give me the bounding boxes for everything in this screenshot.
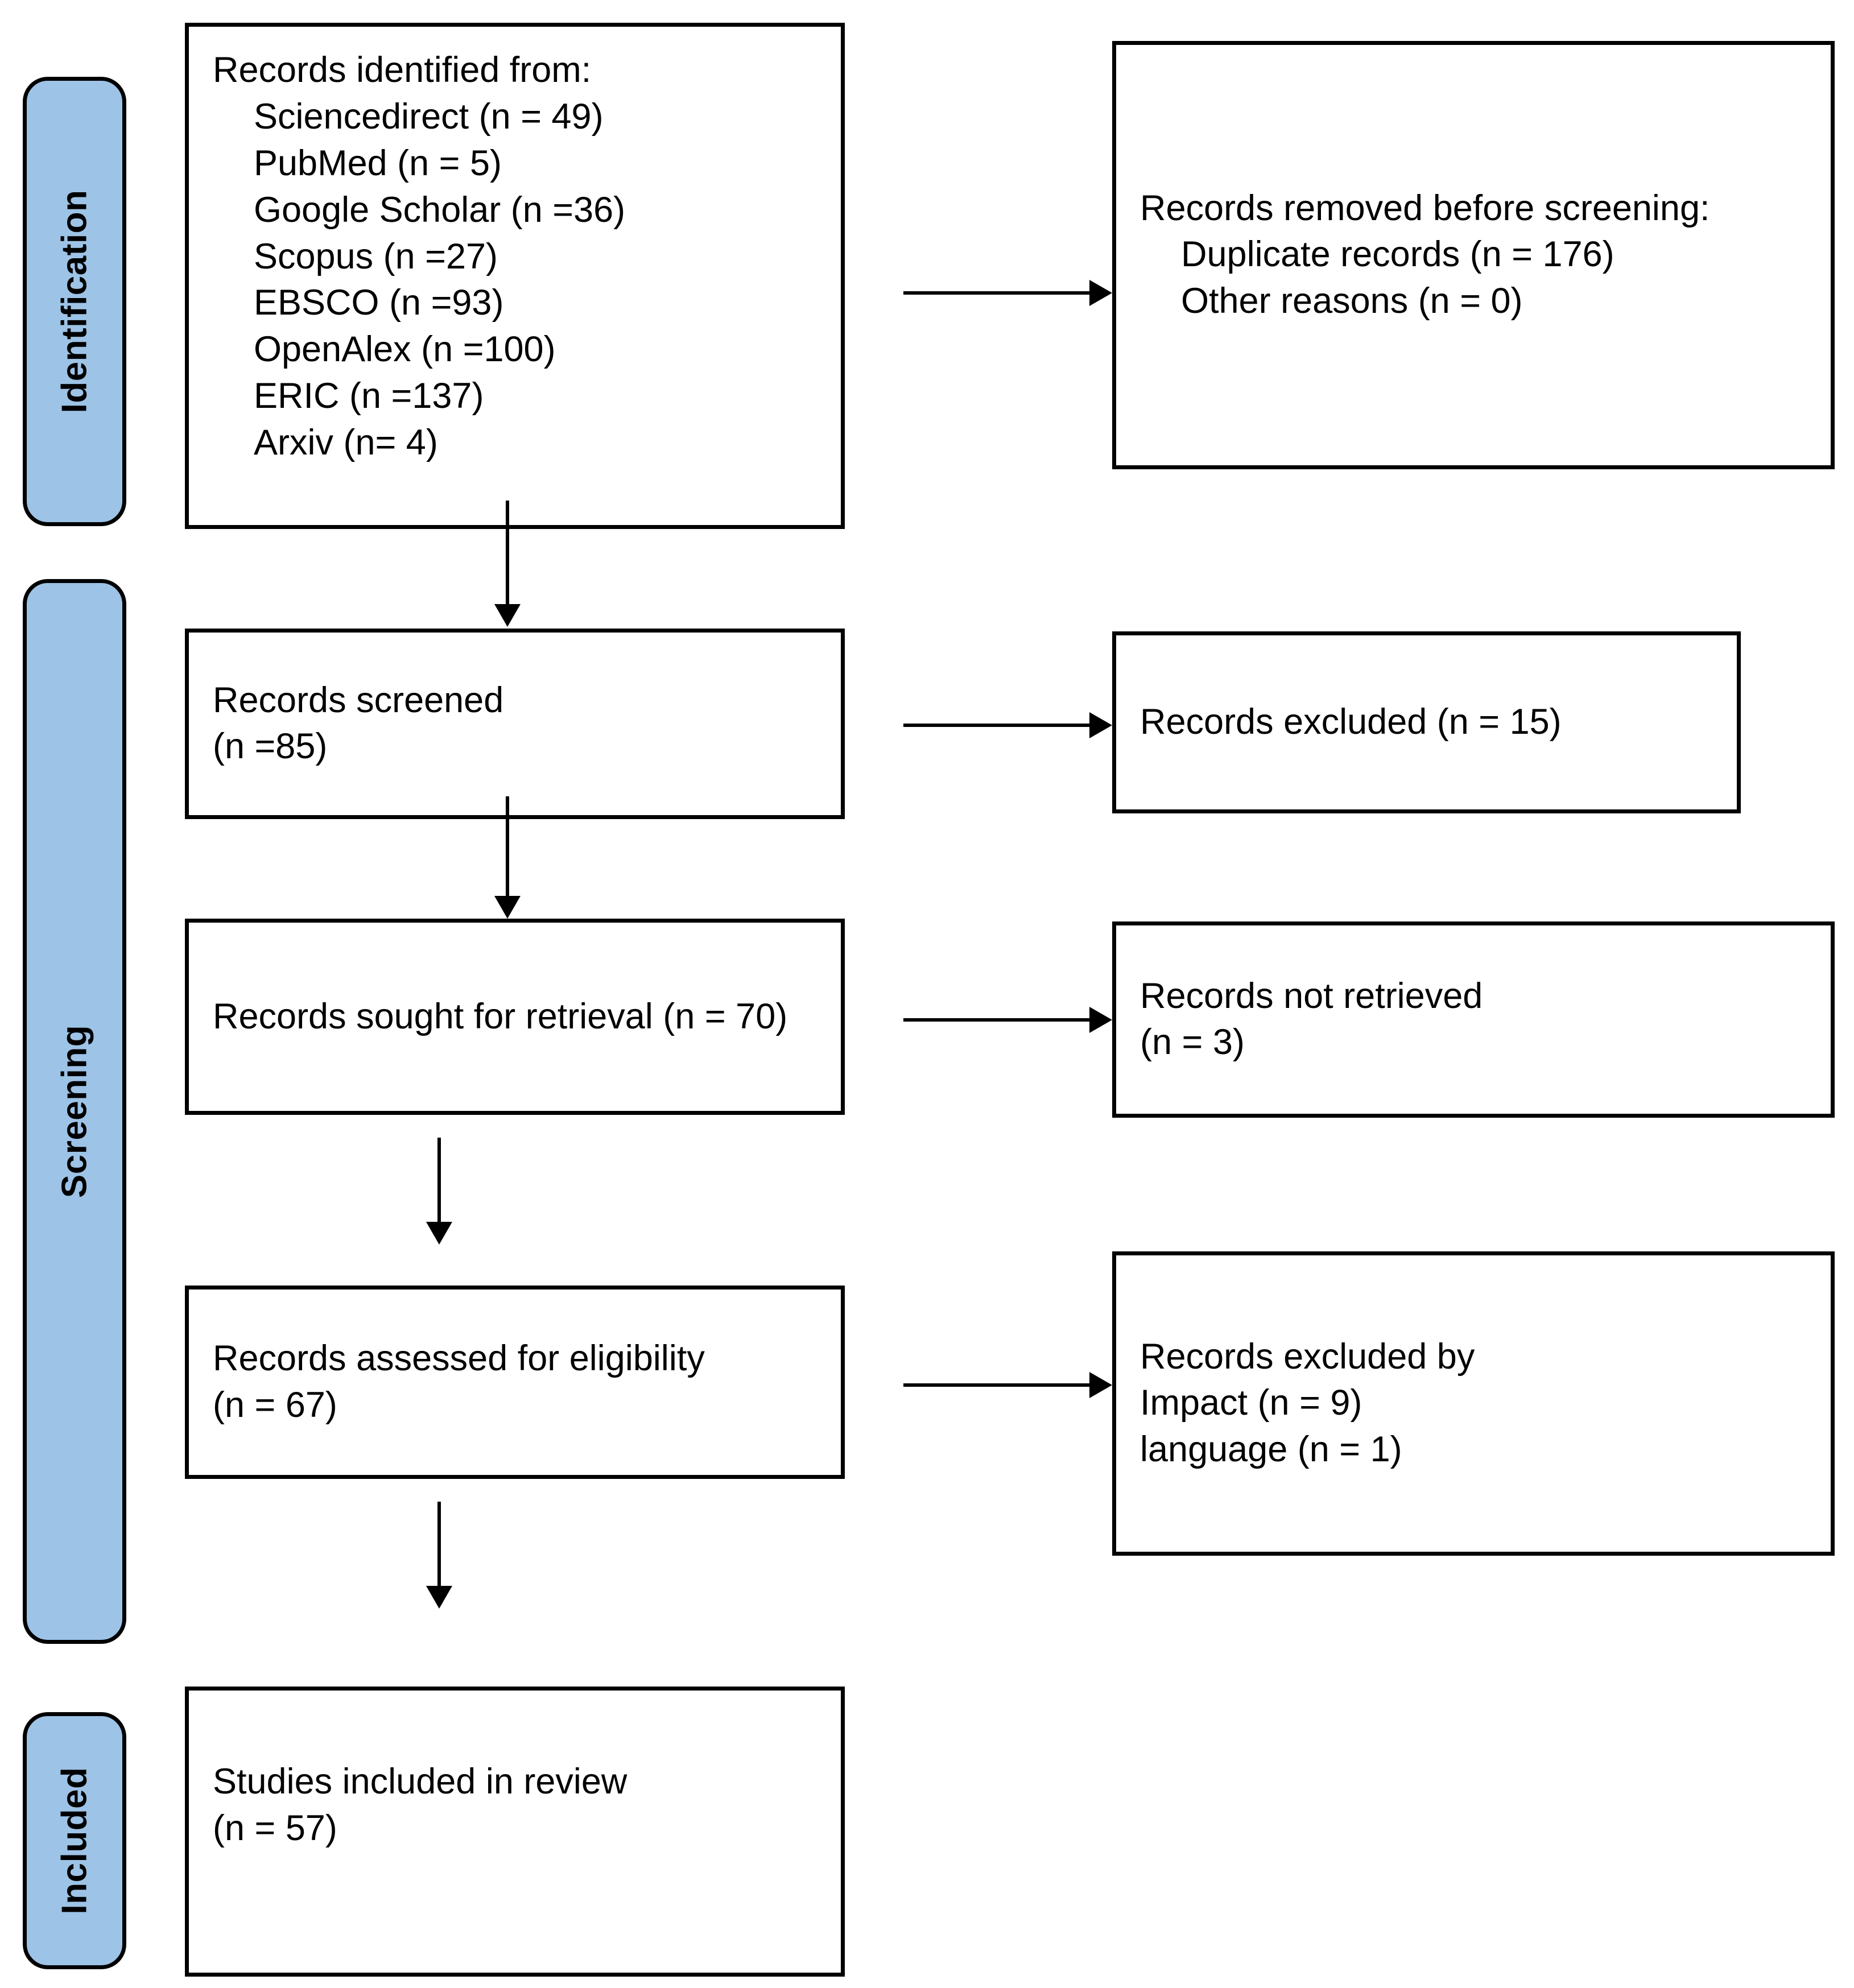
arrow-assessed-to-excluded-line <box>903 1383 1091 1387</box>
records-excluded-screening-label: Records excluded (n = 15) <box>1140 702 1562 742</box>
studies-included-count: (n = 57) <box>213 1808 337 1848</box>
arrow-screened-to-excluded-line <box>903 724 1091 727</box>
records-identified-heading: Records identified from: <box>213 50 592 90</box>
source-pubmed: PubMed (n = 5) <box>254 143 502 183</box>
records-assessed-label: Records assessed for eligibility <box>213 1338 705 1379</box>
arrow-identified-to-screened-head <box>494 604 521 627</box>
arrow-assessed-to-included-line <box>437 1502 441 1590</box>
box-records-excluded-screening: Records excluded (n = 15) <box>1112 631 1741 813</box>
box-records-identified: Records identified from: Sciencedirect (… <box>185 23 845 529</box>
box-records-not-retrieved: Records not retrieved (n = 3) <box>1112 921 1835 1118</box>
source-arxiv: Arxiv (n= 4) <box>254 423 438 463</box>
box-records-screened: Records screened (n =85) <box>185 629 845 819</box>
arrow-sought-to-not-retrieved-line <box>903 1018 1091 1022</box>
studies-included-label: Studies included in review <box>213 1762 627 1801</box>
records-removed-heading: Records removed before screening: <box>1140 188 1710 228</box>
removed-duplicate-records: Duplicate records (n = 176) <box>1181 234 1614 275</box>
records-excluded-eligibility-label: Records excluded by <box>1140 1336 1475 1377</box>
arrow-screened-to-sought-line <box>506 796 509 904</box>
arrow-sought-to-not-retrieved-head <box>1089 1007 1112 1033</box>
records-screened-count: (n =85) <box>213 726 328 767</box>
stage-label-included: Included <box>55 1767 94 1915</box>
source-ebsco: EBSCO (n =93) <box>254 283 504 323</box>
arrow-assessed-to-excluded-head <box>1089 1372 1112 1398</box>
box-records-sought: Records sought for retrieval (n = 70) <box>185 919 845 1115</box>
box-records-excluded-eligibility: Records excluded by Impact (n = 9) langu… <box>1112 1251 1835 1556</box>
arrow-screened-to-excluded-head <box>1089 712 1112 738</box>
stage-bar-screening: Screening <box>23 579 126 1644</box>
arrow-sought-to-assessed-line <box>437 1138 441 1226</box>
records-sought-label: Records sought for retrieval (n = 70) <box>213 996 788 1036</box>
removed-other-reasons: Other reasons (n = 0) <box>1181 281 1523 321</box>
records-excluded-language: language (n = 1) <box>1140 1429 1402 1470</box>
records-not-retrieved-count: (n = 3) <box>1140 1022 1245 1063</box>
records-not-retrieved-label: Records not retrieved <box>1140 976 1483 1016</box>
arrow-sought-to-assessed-head <box>426 1222 452 1245</box>
box-records-assessed: Records assessed for eligibility (n = 67… <box>185 1286 845 1479</box>
records-screened-label: Records screened <box>213 680 504 720</box>
source-scopus: Scopus (n =27) <box>254 236 498 276</box>
arrow-identified-to-removed-head <box>1089 280 1112 306</box>
box-studies-included: Studies included in review (n = 57) <box>185 1687 845 1977</box>
stage-label-identification: Identification <box>55 189 94 414</box>
records-assessed-count: (n = 67) <box>213 1385 337 1425</box>
records-excluded-impact: Impact (n = 9) <box>1140 1383 1362 1423</box>
source-eric: ERIC (n =137) <box>254 376 484 416</box>
arrow-identified-to-screened-line <box>506 501 509 609</box>
stage-bar-identification: Identification <box>23 77 126 526</box>
box-records-removed: Records removed before screening: Duplic… <box>1112 41 1835 469</box>
arrow-screened-to-sought-head <box>494 896 521 919</box>
arrow-assessed-to-included-head <box>426 1586 452 1609</box>
stage-label-screening: Screening <box>55 1024 94 1198</box>
arrow-identified-to-removed-line <box>903 291 1091 295</box>
source-sciencedirect: Sciencedirect (n = 49) <box>254 96 604 137</box>
source-openalex: OpenAlex (n =100) <box>254 329 556 370</box>
source-google-scholar: Google Scholar (n =36) <box>254 189 626 230</box>
stage-bar-included: Included <box>23 1712 126 1969</box>
